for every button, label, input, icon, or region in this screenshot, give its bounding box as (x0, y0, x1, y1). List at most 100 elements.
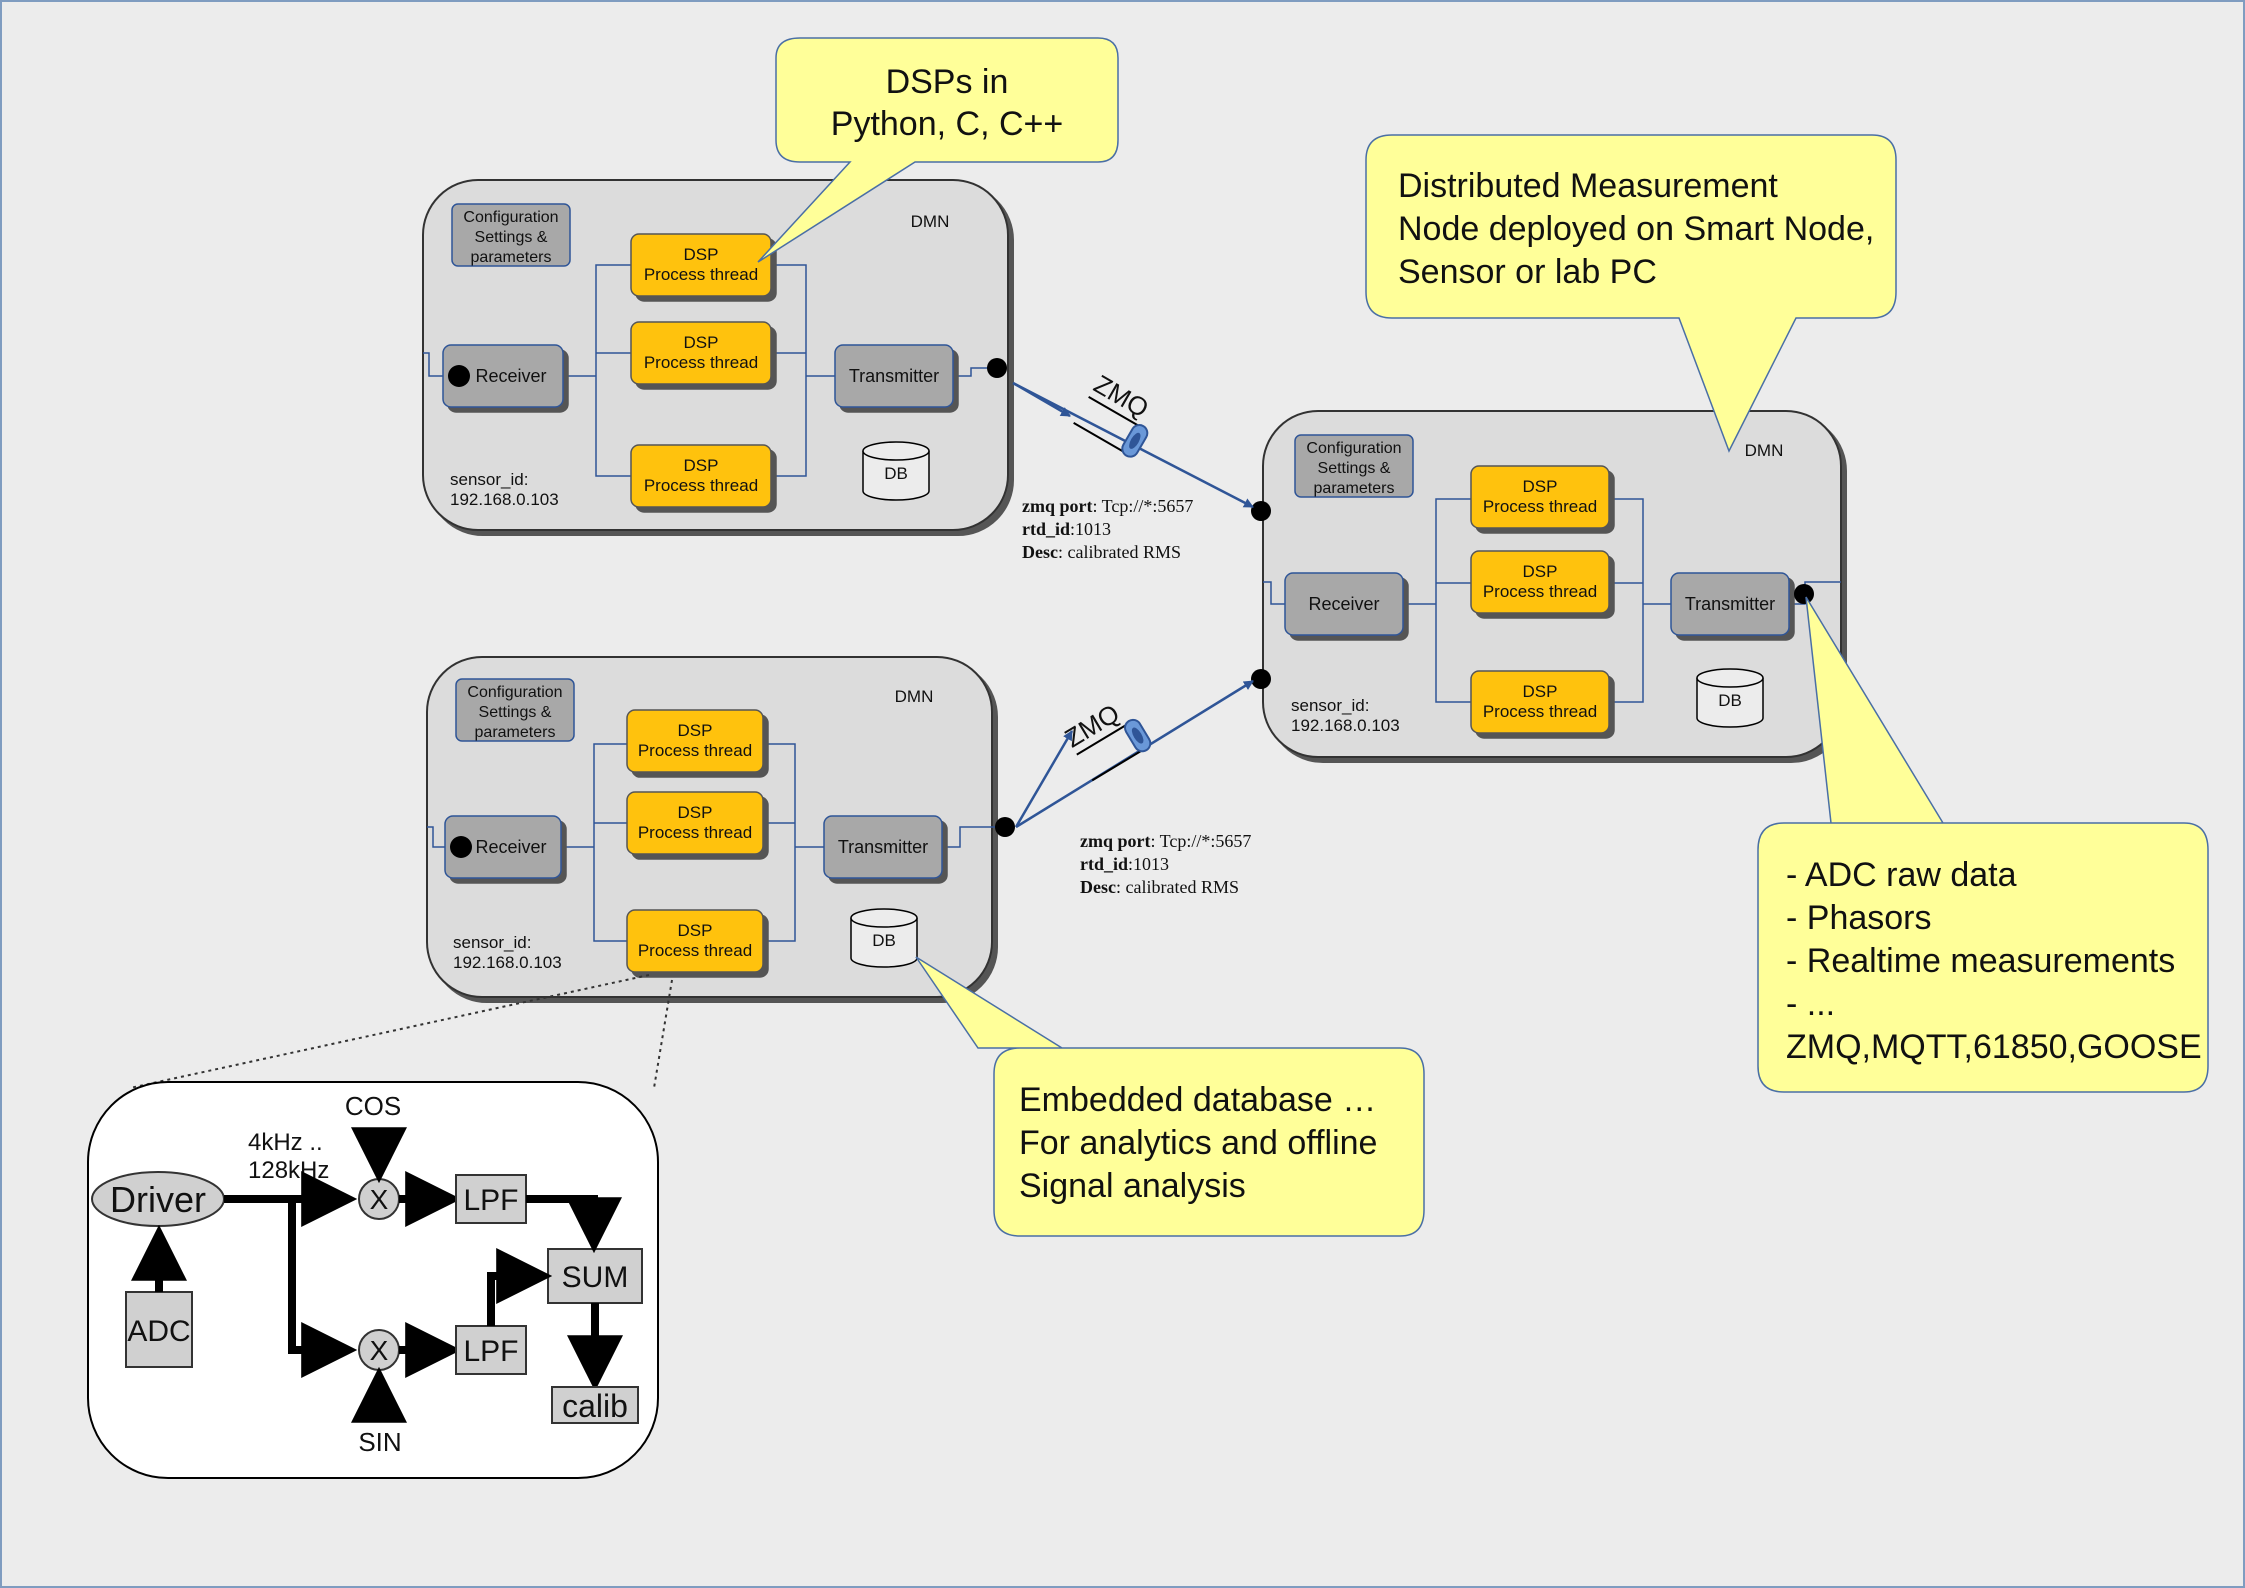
config-settings-label: Configuration (1306, 440, 1401, 457)
receiver-box (444, 815, 562, 879)
callout-text: Embedded database … (1019, 1081, 1376, 1119)
zmq-queue-body (1073, 396, 1142, 454)
dsp-process-box (626, 709, 764, 773)
dsp-process-box (626, 909, 764, 973)
node-port-dot (995, 817, 1015, 837)
bus-line (953, 367, 997, 377)
link-info-line: rtd_id:1013 (1022, 519, 1111, 539)
dsp-process-label: Process thread (1483, 497, 1597, 516)
link-info-line: rtd_id:1013 (1080, 854, 1169, 874)
bus-line (561, 743, 627, 942)
link-info-key: Desc (1080, 877, 1116, 897)
db-cylinder-side (850, 918, 918, 968)
callout-text: Node deployed on Smart Node, (1398, 210, 1874, 248)
lpf-label: LPF (463, 1184, 518, 1217)
bus-line (563, 264, 631, 477)
callout-text: Sensor or lab PC (1398, 253, 1657, 291)
transmitter-box (823, 815, 943, 879)
link-info-line: Desc: calibrated RMS (1022, 542, 1181, 562)
receiver-label: Receiver (1308, 594, 1379, 614)
config-settings-label: Settings & (1318, 460, 1391, 477)
dsp-process-label: Process thread (638, 823, 752, 842)
link-info-value: : Tcp://*:5657 (1151, 831, 1252, 851)
link-info-line: zmq port: Tcp://*:5657 (1080, 831, 1251, 851)
dsp-process-label: Process thread (644, 265, 758, 284)
link-info-key: zmq port (1022, 496, 1093, 516)
dsp-process-label: DSP (1523, 562, 1558, 581)
callout-embedded-db: Embedded database …For analytics and off… (915, 956, 1425, 1237)
zmq-queue-body (1076, 722, 1145, 782)
adc-label: ADC (127, 1315, 190, 1348)
sample-rate-label: 128kHz (248, 1157, 329, 1184)
dmn-title: DMN (911, 212, 950, 231)
config-settings-label: Settings & (475, 229, 548, 246)
multiplier-label: X (370, 1184, 389, 1215)
sensor-id-label: sensor_id: (1291, 696, 1369, 715)
receiver-box (1284, 572, 1404, 636)
dsp-process-box (630, 321, 772, 385)
transmitter-label: Transmitter (1685, 594, 1775, 614)
multiplier-label: X (370, 1335, 389, 1366)
db-cylinder-side (862, 451, 930, 501)
callout-text: - Phasors (1786, 899, 1932, 937)
dsp-process-label: DSP (1523, 682, 1558, 701)
zmq-queue-cap-core (1131, 727, 1144, 744)
link-info-key: rtd_id (1080, 854, 1128, 874)
link-info-key: rtd_id (1022, 519, 1070, 539)
bus-line (423, 352, 443, 377)
lpf2-to-sum-arrow (487, 1248, 553, 1326)
dsp-process-box (626, 791, 764, 855)
adc-box (125, 1291, 193, 1368)
dsp-process-box (630, 233, 772, 297)
bus-line (1403, 498, 1471, 703)
lpf-to-sum-arrow (526, 1195, 622, 1254)
dsp-process-box (1470, 465, 1610, 529)
node-port-dot (1251, 501, 1271, 521)
dsp-process-label: DSP (1523, 477, 1558, 496)
bus-line (771, 264, 835, 477)
config-settings-label: Configuration (463, 209, 558, 226)
config-settings-box (455, 678, 575, 742)
callout-text: Signal analysis (1019, 1167, 1246, 1205)
receiver-port-dot (448, 365, 470, 387)
lpf-label: LPF (463, 1335, 518, 1368)
link-info-value: :1013 (1128, 854, 1169, 874)
config-settings-label: Settings & (479, 704, 552, 721)
zoom-guide-line (129, 974, 650, 1089)
config-settings-label: parameters (475, 724, 556, 741)
callout-text: - ADC raw data (1786, 856, 2017, 894)
link-info-value: : Tcp://*:5657 (1093, 496, 1194, 516)
dsp-process-box (1470, 670, 1610, 734)
sum-label: SUM (562, 1261, 629, 1294)
driver-label: Driver (110, 1179, 206, 1220)
receiver-port-dot (450, 836, 472, 858)
callout-bubble (915, 956, 1425, 1237)
db-label: DB (1718, 691, 1742, 710)
sensor-id-label: 192.168.0.103 (450, 490, 559, 509)
bus-line (427, 826, 445, 848)
dsp-process-label: Process thread (1483, 702, 1597, 721)
dmn-title: DMN (895, 687, 934, 706)
link-info-value: :1013 (1070, 519, 1111, 539)
callout-text: ZMQ,MQTT,61850,GOOSE (1786, 1028, 2202, 1066)
config-settings-box (1294, 434, 1414, 498)
callout-bubble (1757, 596, 2209, 1093)
transmitter-box (834, 344, 954, 408)
dsp-process-label: Process thread (638, 741, 752, 760)
dsp-process-label: Process thread (638, 941, 752, 960)
db-label: DB (872, 931, 896, 950)
sample-rate-label: 4kHz .. (248, 1129, 323, 1156)
sum-box (547, 1248, 643, 1304)
config-settings-label: Configuration (467, 684, 562, 701)
link-info-value: : calibrated RMS (1058, 542, 1181, 562)
node-port-dot (1794, 584, 1814, 604)
dsp-process-label: Process thread (644, 353, 758, 372)
link-info-value: : calibrated RMS (1116, 877, 1239, 897)
db-cylinder-side (1696, 678, 1764, 728)
cos-label: COS (345, 1091, 401, 1121)
receiver-label: Receiver (475, 837, 546, 857)
